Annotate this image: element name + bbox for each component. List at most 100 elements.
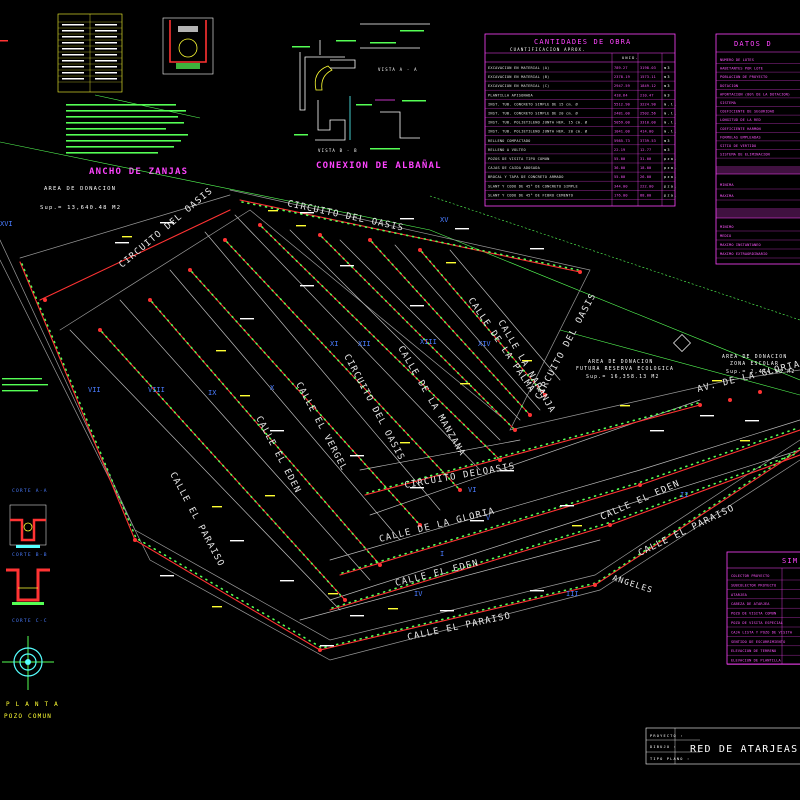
quantity-value-2: 3198.03 xyxy=(640,66,656,70)
street-network xyxy=(0,189,800,661)
quantity-unit: pza. xyxy=(664,193,677,197)
quantity-value-2: 3310.00 xyxy=(640,121,656,125)
donation-area-2-sub: FUTURA RESERVA ECOLOGICA xyxy=(576,366,674,372)
quantity-concept: INST. TUB. CONCRETO SIMPLE DE 15 cm. Ø xyxy=(488,101,578,106)
symbology-item: ELEVACION DE TERRENO xyxy=(731,649,776,653)
project-data-item: MAXIMA xyxy=(720,194,734,198)
street-calle-paraiso-right: CALLE EL PARAISO xyxy=(637,503,737,558)
quantity-value-1: 5059.00 xyxy=(614,121,630,125)
quantity-concept: RELLENO A VOLTEO xyxy=(488,148,526,152)
street-calle-vergel: CALLE EL VERGEL xyxy=(293,381,348,473)
donation-area-1-label: AREA DE DONACION xyxy=(44,186,116,192)
quantity-value-1: 789.27 xyxy=(614,66,628,70)
street-calle-eden-low: CALLE EL EDEN xyxy=(394,558,480,589)
project-data-item: MINIMO xyxy=(720,225,734,229)
quantity-value-1: 55.00 xyxy=(614,157,625,161)
block-label: I xyxy=(440,550,444,558)
block-label: VIII xyxy=(148,386,165,394)
quantities-title: CANTIDADES DE OBRA xyxy=(534,38,631,46)
project-data-item: COEFICIENTE DE SEGURIDAD xyxy=(720,110,774,114)
quantity-value-2: 26.00 xyxy=(640,175,651,179)
quantity-unit: m.l. xyxy=(664,121,677,125)
left-section-details: CORTE A-A CORTE B-B CORTE C-C P L A N T … xyxy=(0,40,59,720)
section-b-title: CORTE B-B xyxy=(12,552,48,558)
title-block: PROYECTO : DIBUJO : TIPO PLANO : RED DE … xyxy=(645,727,800,765)
project-data-group2: MINIMA MAXIMA xyxy=(716,183,800,201)
project-data-item: APORTACION (80% DE LA DOTACION) xyxy=(720,92,790,96)
quantity-value-1: 55.00 xyxy=(614,175,625,179)
quantity-value-1: 1041.00 xyxy=(614,130,630,134)
donation-area-3-label: AREA DE DONACION xyxy=(722,354,787,360)
street-calle-eden-diag: CALLE EL EDEN xyxy=(253,415,302,496)
symbology-item: SUBCOLECTOR PROYECTO xyxy=(731,583,776,587)
quantity-value-1: 5985.73 xyxy=(614,139,630,143)
quantity-value-2: 88.00 xyxy=(640,193,651,197)
block-numbers: XV XIV XIII XII XI X IX VIII VII VI V I … xyxy=(0,216,688,598)
quantity-concept: CAJAS DE CAIDA ADOSADA xyxy=(488,166,541,170)
project-data-item: COEFICIENTE HARMON xyxy=(720,127,761,131)
quantity-unit: m.l. xyxy=(664,102,677,106)
project-data-item: SITIO DE VERTIDO xyxy=(720,144,756,148)
donation-area-3-sub: ZONA ESCOLAR xyxy=(730,361,779,367)
quantity-value-1: 344.00 xyxy=(614,184,628,188)
quantity-unit: m3 xyxy=(664,139,671,143)
quantities-table: CANTIDADES DE OBRA CUANTIFICACION APROX.… xyxy=(484,33,677,207)
block-label: XII xyxy=(358,340,371,348)
quantity-concept: PLANTILLA APISONADA xyxy=(488,93,534,97)
quantity-unit: m3 xyxy=(664,148,671,152)
project-data-item: MEDIO xyxy=(720,234,731,238)
quantities-subtitle: CUANTIFICACION APROX. xyxy=(510,47,586,52)
quantity-value-1: 418.64 xyxy=(614,93,628,97)
quantity-concept: SLANT Y CODO DE 45° DE CONCRETO SIMPLE xyxy=(488,184,578,188)
quantity-value-2: 1849.12 xyxy=(640,84,656,88)
section-a-drawing xyxy=(9,504,47,548)
symbology-title: SIM xyxy=(782,557,798,565)
street-calle-gloria-mid: CALLE DE LA GLORIA xyxy=(378,506,496,545)
project-data-item: POBLACION DE PROYECTO xyxy=(720,75,768,79)
block-label: IV xyxy=(414,590,423,598)
street-names: CIRCUITO DEL OASIS CIRCUITO DEL OASIS CA… xyxy=(118,186,800,643)
quantity-value-2: 3224.90 xyxy=(640,102,656,106)
quantity-concept: BROCAL Y TAPA DE CONCRETO ARMADO xyxy=(488,175,564,179)
quantity-value-2: 222.00 xyxy=(640,184,654,188)
block-label: XIV xyxy=(478,340,491,348)
quantity-concept: EXCAVACION EN MATERIAL (C) xyxy=(488,84,549,88)
quantity-value-1: 2481.00 xyxy=(614,112,630,116)
quantity-value-2: 2502.56 xyxy=(640,112,656,116)
quantity-concept: EXCAVACION EN MATERIAL (A) xyxy=(488,66,549,70)
block-label: VI xyxy=(468,486,476,494)
section-b-drawing xyxy=(6,568,50,605)
quantity-unit: m3 xyxy=(664,75,671,79)
block-label: XI xyxy=(330,340,338,348)
quantity-value-1: 2947.59 xyxy=(614,84,630,88)
quantity-unit: m3 xyxy=(664,66,671,70)
quantity-unit: pza. xyxy=(664,157,677,161)
project-data-item: MAXIMO INSTANTANEO xyxy=(720,243,761,247)
quantity-unit: m3 xyxy=(664,84,671,88)
block-label: IX xyxy=(208,389,217,397)
block-label: XIII xyxy=(420,338,437,346)
street-calle-naranja: CALLE LA NARANJA xyxy=(495,319,557,416)
project-data-item: DOTACION xyxy=(720,84,738,88)
quantities-rows: EXCAVACION EN MATERIAL (A) 789.27 3198.03 m… xyxy=(485,66,677,200)
project-data-item: MAXIMO EXTRAORDINARIO xyxy=(720,252,768,256)
quantity-unit: m.l. xyxy=(664,112,677,116)
trench-width-detail: ANCHO DE ZANJAS xyxy=(57,13,214,177)
project-data-group3: MINIMO MEDIO MAXIMO INSTANTANEO MAXIMO EXTR… xyxy=(716,225,800,259)
block-label: XVI xyxy=(0,220,13,228)
quantity-value-2: 1573.11 xyxy=(640,75,656,79)
street-angeles: ANGELES xyxy=(611,573,654,595)
project-data-item: MINIMA xyxy=(720,183,734,187)
symbology-item: POZO DE VISITA ESPECIAL xyxy=(731,621,783,625)
donation-area-1-sup: Sup.= 13,640.48 M2 xyxy=(40,205,121,211)
view-a-label: VISTA A - A xyxy=(378,67,418,72)
quantity-value-1: 5512.90 xyxy=(614,102,630,106)
quantity-value-1: 36.00 xyxy=(614,166,625,170)
street-circuito-oasis-left: CIRCUITO DEL OASIS xyxy=(118,186,216,270)
plant-subtitle: POZO COMUN xyxy=(4,713,52,720)
quantity-concept: INST. TUB. CONCRETO SIMPLE DE 20 cm. Ø xyxy=(488,111,578,116)
quantity-concept: INST. TUB. POLIETILENO JUNTA HER. 20 cm.… xyxy=(488,129,588,134)
plant-title: P L A N T A xyxy=(6,701,59,708)
